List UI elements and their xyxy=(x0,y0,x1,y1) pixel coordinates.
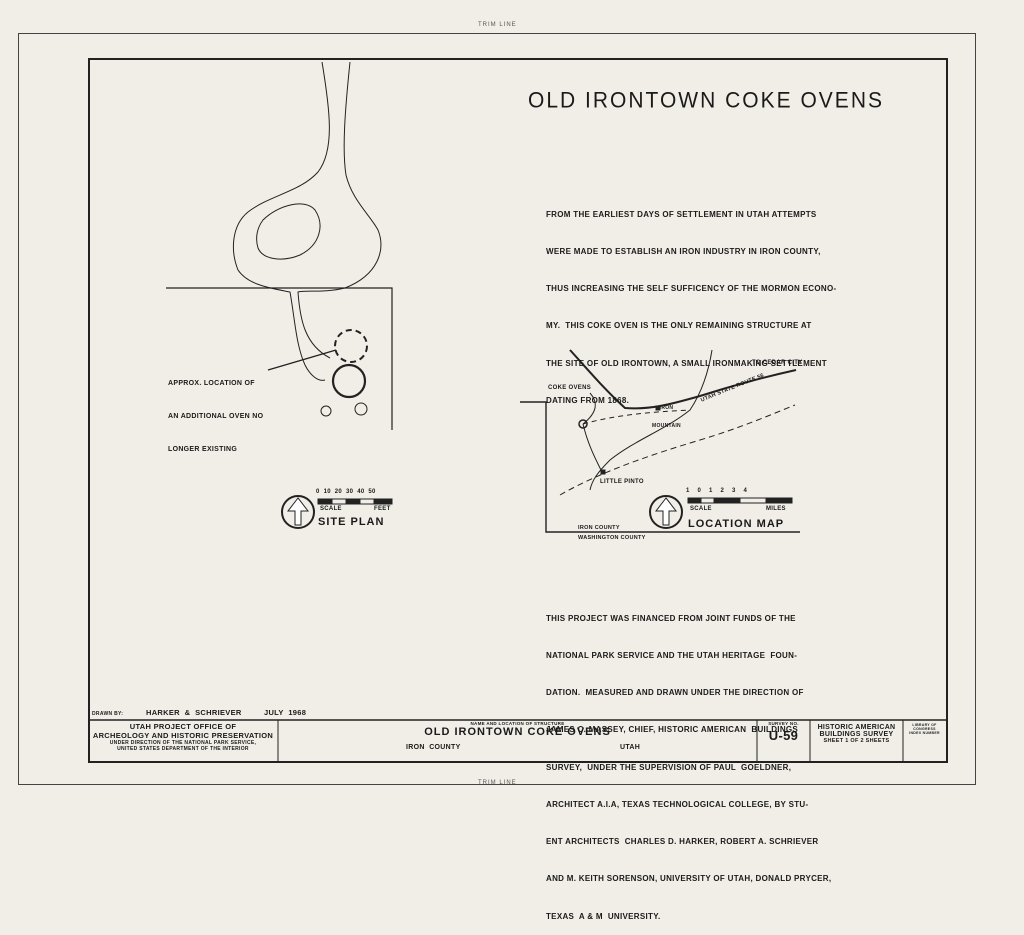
stream-2 xyxy=(582,423,603,473)
map-scale-unit: MILES xyxy=(766,506,786,512)
structure-label: NAME AND LOCATION OF STRUCTURE xyxy=(470,721,565,726)
project-line: ENT ARCHITECTS CHARLES D. HARKER, ROBERT… xyxy=(546,837,819,847)
survey-number: U-59 xyxy=(768,728,799,743)
map-scale-numbers: 1 0 1 2 3 4 xyxy=(686,488,748,494)
site-scale-numbers: 0 10 20 30 40 50 xyxy=(316,489,376,495)
office-line-2: ARCHEOLOGY AND HISTORIC PRESERVATION xyxy=(92,731,274,740)
intro-line: MY. THIS COKE OVEN IS THE ONLY REMAINING… xyxy=(546,321,812,331)
habs-line-2: BUILDINGS SURVEY xyxy=(819,731,894,738)
intro-line: DATING FROM 1868. xyxy=(546,395,630,405)
county-line xyxy=(520,401,800,533)
iron-mountain-marker xyxy=(655,405,661,411)
intro-line: WERE MADE TO ESTABLISH AN IRON INDUSTRY … xyxy=(546,247,821,257)
project-line: SURVEY, UNDER THE SUPERVISION OF PAUL GO… xyxy=(546,762,792,772)
intro-line: THUS INCREASING THE SELF SUFFICENCY OF T… xyxy=(546,284,837,294)
washington-county-label: WASHINGTON COUNTY xyxy=(578,535,646,541)
terrain-contour-left xyxy=(232,61,330,381)
site-scale-label: SCALE xyxy=(320,506,342,512)
office-line-4: UNITED STATES DEPARTMENT OF THE INTERIOR xyxy=(117,746,249,752)
oven-ruin-2 xyxy=(354,402,368,416)
drawing-artwork xyxy=(88,61,946,763)
iron-county-label: IRON COUNTY xyxy=(578,525,620,531)
project-line: AND M. KEITH SORENSON, UNIVERSITY OF UTA… xyxy=(546,874,832,884)
site-road xyxy=(166,287,393,430)
iron-mountain-line: MOUNTAIN xyxy=(652,423,681,429)
structure-cell: NAME AND LOCATION OF STRUCTURE OLD IRONT… xyxy=(278,721,757,738)
structure-name: OLD IRONTOWN COKE OVENS xyxy=(424,726,611,738)
coke-ovens-marker xyxy=(578,419,588,429)
project-line: NATIONAL PARK SERVICE AND THE UTAH HERIT… xyxy=(546,651,798,661)
office-cell: UTAH PROJECT OFFICE OF ARCHEOLOGY AND HI… xyxy=(88,722,278,752)
little-pinto-label: LITTLE PINTO xyxy=(600,479,644,485)
dashed-road-1 xyxy=(582,409,691,425)
trim-line-bottom: TRIM LINE xyxy=(478,780,517,786)
project-line: ARCHITECT A.I.A, TEXAS TECHNOLOGICAL COL… xyxy=(546,799,809,809)
stream xyxy=(589,349,713,491)
site-scale-unit: FEET xyxy=(374,506,391,512)
loc-line-1: LIBRARY OF CONGRESS xyxy=(912,723,937,731)
location-map-caption: LOCATION MAP xyxy=(688,518,785,530)
to-cedar-city-label: TO CEDAR CITY xyxy=(752,360,803,366)
state-route-56 xyxy=(569,349,797,410)
index-cell: LIBRARY OF CONGRESS INDEX NUMBER xyxy=(903,723,946,735)
project-line: THIS PROJECT WAS FINANCED FROM JOINT FUN… xyxy=(546,613,796,623)
intro-line: FROM THE EARLIEST DAYS OF SETTLEMENT IN … xyxy=(546,209,817,219)
intro-paragraph: FROM THE EARLIEST DAYS OF SETTLEMENT IN … xyxy=(546,184,836,420)
drawn-by: HARKER & SCHRIEVER xyxy=(146,708,242,717)
office-line-1: UTAH PROJECT OFFICE OF xyxy=(129,722,237,731)
habs-cell: HISTORIC AMERICAN BUILDINGS SURVEY SHEET… xyxy=(810,724,903,744)
oven-ruin-1 xyxy=(320,405,332,417)
intro-line: THE SITE OF OLD IRONTOWN, A SMALL IRONMA… xyxy=(546,358,827,368)
state-name: UTAH xyxy=(620,744,641,751)
project-line: JAMES C. MASSEY, CHIEF, HISTORIC AMERICA… xyxy=(546,725,799,735)
coke-oven xyxy=(331,363,367,399)
drawing-title: OLD IRONTOWN COKE OVENS xyxy=(528,88,884,113)
site-plan-caption: SITE PLAN xyxy=(318,516,385,528)
former-oven-location xyxy=(334,329,368,363)
loc-line-2: INDEX NUMBER xyxy=(909,731,940,735)
pond-contour xyxy=(256,203,321,260)
little-pinto-marker xyxy=(600,469,606,475)
drawing-date: JULY 1968 xyxy=(264,708,307,717)
oven-note: APPROX. LOCATION OF AN ADDITIONAL OVEN N… xyxy=(168,356,263,466)
survey-label: SURVEY NO. xyxy=(768,721,799,726)
habs-line-1: HISTORIC AMERICAN xyxy=(817,724,896,731)
trim-border xyxy=(18,33,976,785)
oven-note-line: LONGER EXISTING xyxy=(168,446,238,453)
trim-line-top: TRIM LINE xyxy=(478,22,517,28)
drawing-frame xyxy=(88,58,948,763)
coke-ovens-label: COKE OVENS xyxy=(548,385,592,391)
project-line: TEXAS A & M UNIVERSITY. xyxy=(546,911,661,921)
iron-mountain-line: IRON xyxy=(659,405,674,411)
north-arrow-site xyxy=(281,495,315,529)
terrain-contour-right xyxy=(297,61,382,359)
survey-cell: SURVEY NO. U-59 xyxy=(757,721,810,743)
oven-note-line: APPROX. LOCATION OF xyxy=(168,380,255,387)
project-paragraph: THIS PROJECT WAS FINANCED FROM JOINT FUN… xyxy=(546,588,831,935)
north-arrow-map xyxy=(649,495,683,529)
county-name: IRON COUNTY xyxy=(406,744,461,751)
iron-mountain-label: IRON MOUNTAIN xyxy=(652,393,681,435)
office-line-3: UNDER DIRECTION OF THE NATIONAL PARK SER… xyxy=(109,740,257,746)
map-scale-label: SCALE xyxy=(690,506,712,512)
sheet-number: SHEET 1 OF 2 SHEETS xyxy=(823,738,890,744)
oven-note-line: AN ADDITIONAL OVEN NO xyxy=(168,413,264,420)
oven-leader-line xyxy=(267,349,337,371)
drawn-by-label: DRAWN BY: xyxy=(92,711,124,717)
project-line: DATION. MEASURED AND DRAWN UNDER THE DIR… xyxy=(546,688,804,698)
